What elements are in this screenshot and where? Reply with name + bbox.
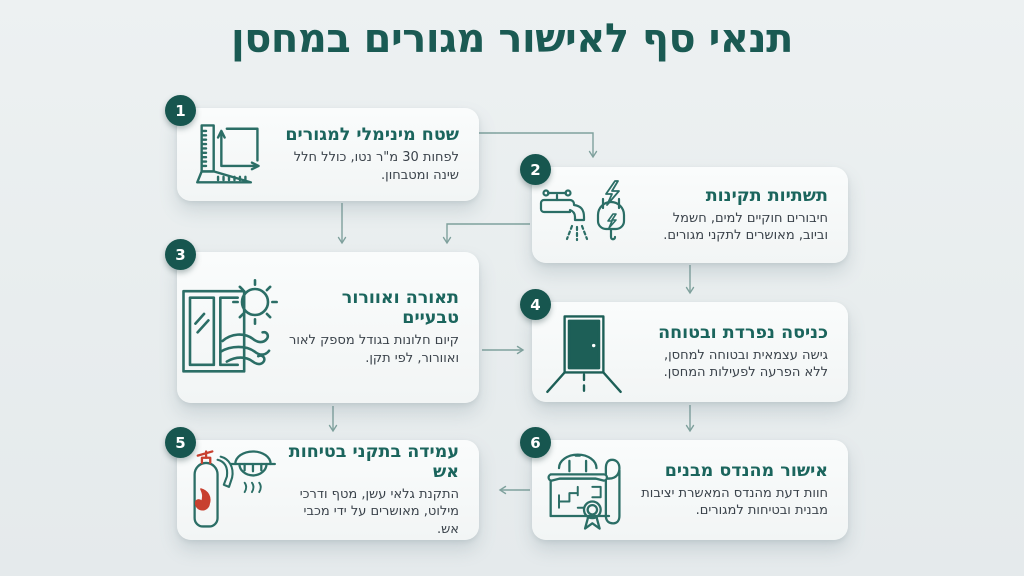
card-title: תאורה ואוורור טבעיים xyxy=(341,288,459,329)
card-separate-entrance: 4 כניסה נפרדת ובטוחה גישה עצמאית ובטוחה … xyxy=(520,289,848,402)
step-number-badge: 6 xyxy=(520,427,551,458)
step-number-badge: 2 xyxy=(520,154,551,185)
card-title: כניסה נפרדת ובטוחה xyxy=(658,322,828,343)
faucet-plug-icon xyxy=(532,177,636,253)
step-number-badge: 1 xyxy=(165,95,196,126)
card-light-ventilation: 3 תאורה ואוורור טבעיים קיום חלונות בגודל… xyxy=(165,239,479,403)
card-fire-safety: 5 עמידה בתקני בטיחות אש התקנת גלאי עשן, … xyxy=(165,427,479,540)
window-sun-wind-icon xyxy=(177,272,281,384)
card-title: תשתיות תקינות xyxy=(705,185,828,206)
card-minimum-area: 1 שטח מינימלי למגורים לפחות 30 מ"ר נטו, … xyxy=(165,95,479,201)
card-body: קיום חלונות בגודל מספק לאור ואוורור, לפי… xyxy=(288,333,459,366)
card-title: שטח מינימלי למגורים xyxy=(285,125,459,146)
card-body: התקנת גלאי עשן, מטף ודרכי מילוט, מאושרים… xyxy=(299,487,459,537)
hard-hat-blueprint-icon xyxy=(532,447,636,533)
card-body: לפחות 30 מ"ר נטו, כולל חלל שינה ומטבחון. xyxy=(293,150,459,183)
card-engineer-approval: 6 אישור מהנדס מבנים חוות דעת מהנדס המאשר… xyxy=(520,427,848,540)
fire-extinguisher-smoke-detector-icon xyxy=(177,447,281,533)
card-infrastructure: 2 תשתיות תקינות חיבורים חוקיים למים, חשמ… xyxy=(520,154,848,263)
arrow-2-to-3 xyxy=(442,223,530,245)
step-number-badge: 5 xyxy=(165,427,196,458)
door-path-icon xyxy=(532,310,636,394)
card-body: גישה עצמאית ובטוחה למחסן, ללא הפרעה לפעי… xyxy=(663,347,828,380)
card-body: חוות דעת מהנדס המאשרת יציבות מבנית ובטיח… xyxy=(641,485,828,518)
card-title: עמידה בתקני בטיחות אש xyxy=(288,442,459,483)
area-ruler-icon xyxy=(177,120,281,190)
step-number-badge: 3 xyxy=(165,239,196,270)
step-number-badge: 4 xyxy=(520,289,551,320)
card-title: אישור מהנדס מבנים xyxy=(664,460,828,481)
page-title: תנאי סף לאישור מגורים במחסן xyxy=(231,16,793,62)
card-body: חיבורים חוקיים למים, חשמל וביוב, מאושרים… xyxy=(663,210,828,243)
